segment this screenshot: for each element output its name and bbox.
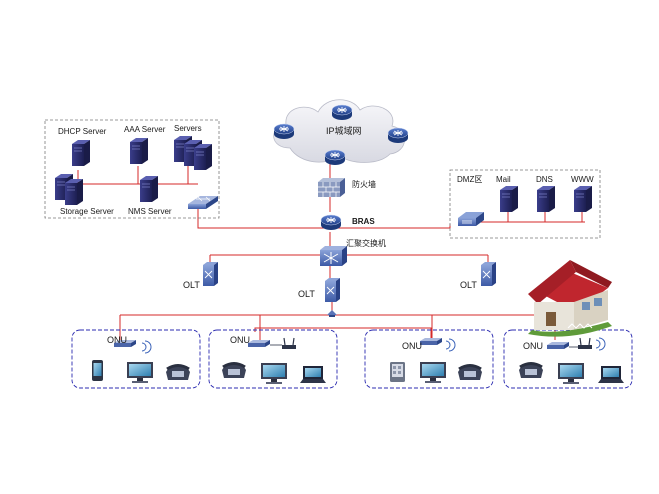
servers-label: Servers	[174, 124, 202, 133]
olt-icon-left	[202, 261, 219, 287]
home-box-2	[208, 329, 338, 389]
mail-server-icon	[499, 185, 519, 213]
olt-icon-center	[324, 277, 341, 303]
wireless-icon	[595, 337, 606, 351]
www-label: WWW	[571, 175, 594, 184]
house-icon	[528, 260, 612, 337]
bras-router-icon	[320, 214, 342, 231]
dmz-switch-icon	[457, 211, 485, 227]
server-zone-box	[44, 119, 220, 219]
dmz-zone-label: DMZ区	[457, 175, 483, 184]
olt-center-label: OLT	[298, 289, 315, 299]
router-icon	[331, 104, 353, 121]
nms-server-icon	[139, 175, 159, 203]
mail-label: Mail	[496, 175, 511, 184]
bras-label: BRAS	[352, 217, 375, 226]
router-icon	[273, 123, 295, 140]
core-switch-icon	[188, 196, 218, 209]
mobile-phone-icon	[92, 360, 103, 381]
onu-icon-3	[420, 338, 442, 345]
ip-metro-cloud	[273, 99, 409, 166]
firewall-icon	[318, 178, 345, 197]
monitor-icon	[558, 363, 584, 384]
dmz-zone-box	[449, 169, 601, 239]
servers-group-icon	[173, 135, 213, 171]
home-box-3	[364, 329, 494, 389]
aaa-server-label: AAA Server	[124, 125, 166, 134]
aggregation-switch-label: 汇聚交换机	[346, 239, 386, 248]
ip-metro-network-label: IP城域网	[326, 126, 362, 136]
storage-server-icon	[54, 173, 84, 206]
aggregation-switch-icon	[320, 246, 347, 266]
onu-2-label: ONU	[230, 335, 250, 345]
onu-3-label: ONU	[402, 341, 422, 351]
dhcp-server-icon	[71, 139, 91, 167]
router-icon	[324, 149, 346, 166]
telephone-icon	[164, 364, 192, 382]
onu-1-label: ONU	[107, 335, 127, 345]
wifi-router-icon	[577, 337, 593, 350]
tablet-icon	[390, 362, 405, 382]
onu-icon-4	[547, 342, 569, 349]
aaa-server-icon	[129, 137, 149, 165]
firewall-label: 防火墙	[352, 180, 376, 189]
home-box-1	[71, 329, 201, 389]
splitter-icon	[327, 310, 337, 317]
storage-server-label: Storage Server	[60, 207, 114, 216]
dhcp-server-label: DHCP Server	[58, 127, 107, 136]
monitor-icon	[420, 362, 446, 383]
onu-4-label: ONU	[523, 341, 543, 351]
monitor-icon	[261, 363, 287, 384]
olt-right-label: OLT	[460, 280, 477, 290]
www-server-icon	[573, 185, 593, 213]
laptop-icon	[300, 366, 326, 383]
laptop-icon	[598, 366, 624, 383]
telephone-icon	[517, 362, 545, 380]
onu-icon-2	[248, 340, 270, 347]
wireless-icon	[445, 338, 456, 352]
telephone-icon	[456, 364, 484, 382]
monitor-icon	[127, 362, 153, 383]
dns-label: DNS	[536, 175, 553, 184]
dns-server-icon	[536, 185, 556, 213]
olt-icon-right	[480, 261, 497, 287]
links	[77, 160, 585, 347]
wireless-icon	[141, 340, 152, 354]
router-icon	[387, 127, 409, 144]
telephone-icon	[220, 362, 248, 380]
olt-left-label: OLT	[183, 280, 200, 290]
nms-server-label: NMS Server	[128, 207, 172, 216]
wifi-router-icon	[281, 337, 297, 350]
